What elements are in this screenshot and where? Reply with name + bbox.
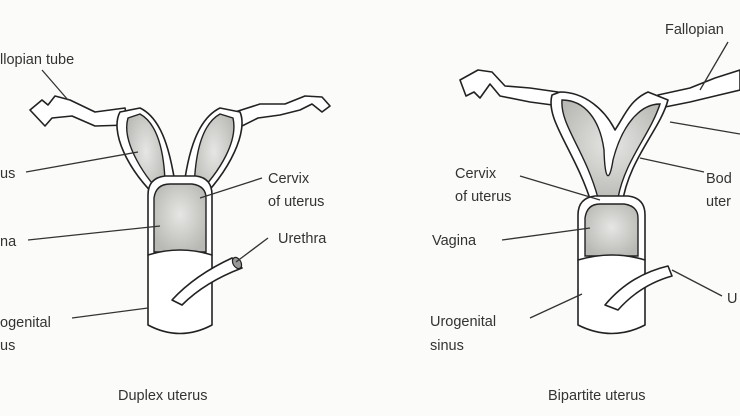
bipartite-label-cervix-2: of uterus xyxy=(455,189,511,205)
bipartite-vagina-lumen xyxy=(584,203,639,257)
bipartite-label-cervix-1: Cervix xyxy=(455,166,497,182)
bipartite-right-fallopian-tube xyxy=(657,69,740,109)
bipartite-label-body-1: Bod xyxy=(706,171,732,187)
duplex-left-fallopian-tube xyxy=(29,95,129,127)
duplex-label-urogenital-2: us xyxy=(0,338,15,354)
duplex-label-urogenital-1: ogenital xyxy=(0,315,51,331)
duplex-label-vagina: na xyxy=(0,234,17,250)
bipartite-urethra xyxy=(604,265,673,311)
duplex-label-fallopian-tube: llopian tube xyxy=(0,52,74,68)
bipartite-uterus-lumen xyxy=(561,99,661,199)
duplex-label-cervix-2: of uterus xyxy=(268,194,324,210)
bipartite-label-urogenital-1: Urogenital xyxy=(430,314,496,330)
duplex-vagina-lumen xyxy=(153,183,207,253)
bipartite-uterus-figure: Fallopian Cervix of uterus Bod uter Vagi… xyxy=(430,22,740,404)
bipartite-urogenital-sinus xyxy=(577,254,646,335)
duplex-urethra xyxy=(171,257,243,306)
duplex-caption: Duplex uterus xyxy=(118,388,207,404)
duplex-label-uterus: us xyxy=(0,166,15,182)
bipartite-label-urethra: U xyxy=(727,291,737,307)
bipartite-label-urogenital-2: sinus xyxy=(430,338,464,354)
bipartite-label-vagina: Vagina xyxy=(432,233,477,249)
bipartite-caption: Bipartite uterus xyxy=(548,388,646,404)
bipartite-label-fallopian-tube: Fallopian xyxy=(665,22,724,38)
bipartite-left-fallopian-tube xyxy=(459,69,561,107)
duplex-label-cervix-1: Cervix xyxy=(268,171,310,187)
duplex-uterus-figure: llopian tube us na ogenital us Cervix of… xyxy=(0,52,331,404)
duplex-right-fallopian-tube xyxy=(234,95,331,129)
duplex-label-urethra: Urethra xyxy=(278,231,327,247)
bipartite-label-body-2: uter xyxy=(706,194,731,210)
